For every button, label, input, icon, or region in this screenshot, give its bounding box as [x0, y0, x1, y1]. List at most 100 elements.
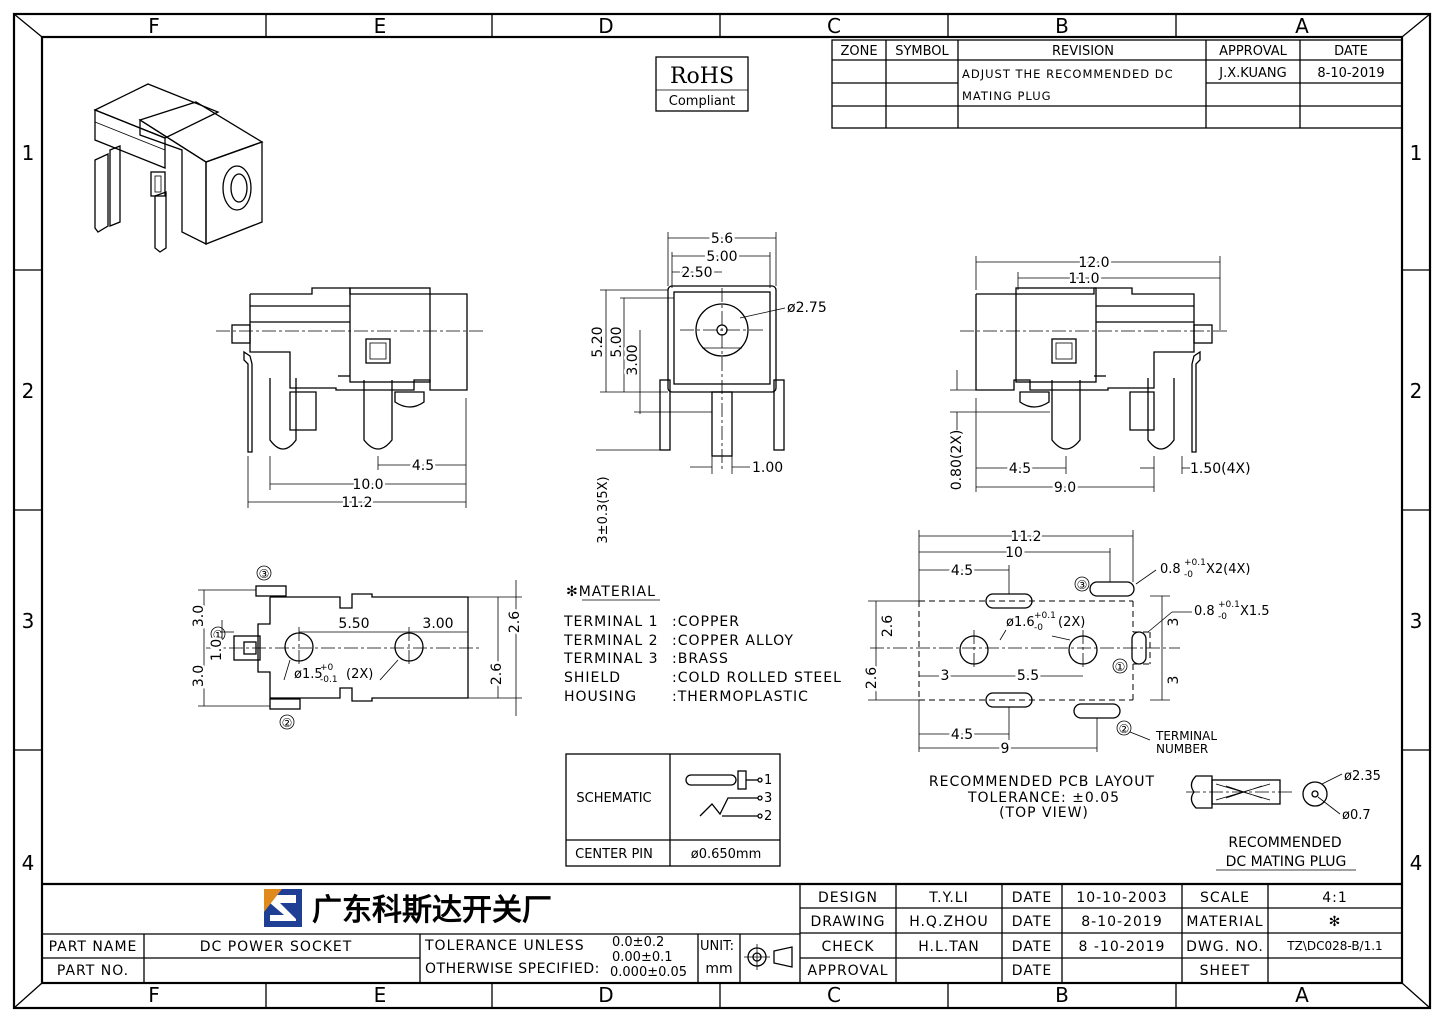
- schematic-pin-3: 3: [764, 791, 772, 806]
- front-dim-5-6: 5.6: [711, 231, 733, 247]
- pcb-terminal-label-1: TERMINAL: [1155, 729, 1217, 743]
- mating-plug: ø2.35 ø0.7 RECOMMENDED DC MATING PLUG: [1186, 769, 1381, 871]
- col-top-f: F: [148, 14, 160, 38]
- company-logo-icon: [264, 889, 302, 927]
- bottom-dim-3-0-top: 3.0: [191, 605, 207, 627]
- plug-label-2: DC MATING PLUG: [1226, 854, 1347, 870]
- front-dim-1-00: 1.00: [752, 460, 783, 476]
- bottom-terminal-2: ②: [282, 716, 293, 730]
- material-item-3: TERMINAL 3: [563, 651, 659, 667]
- isometric-view: [93, 83, 264, 253]
- drawing-value: H.Q.ZHOU: [909, 914, 989, 930]
- material-item-4: SHIELD: [564, 670, 621, 686]
- check-value: H.L.TAN: [918, 939, 980, 955]
- plug-phi-0-7: ø0.7: [1342, 808, 1371, 823]
- pcb-dim-3-mid: 3: [941, 668, 950, 684]
- material-item-5: HOUSING: [564, 689, 637, 705]
- pcb-dim-2-6-bot: 2.6: [864, 667, 880, 689]
- pcb-dim-2-6-top: 2.6: [880, 615, 896, 637]
- unit-value: mm: [705, 961, 732, 977]
- schematic-pin-1: 1: [764, 773, 772, 788]
- pcb-dim-11-2: 11.2: [1010, 529, 1041, 545]
- rev-header-zone: ZONE: [840, 44, 877, 59]
- company-name: 广东科斯达开关厂: [312, 893, 552, 928]
- unit-label: UNIT:: [700, 939, 734, 954]
- bottom-hole-qty: (2X): [346, 667, 373, 682]
- left-side-view: 4.5 10.0 11.2: [216, 287, 484, 514]
- tolerance-3: 0.000±0.05: [610, 965, 687, 980]
- bottom-dim-3-0-bot: 3.0: [191, 665, 207, 687]
- col-top-e: E: [374, 14, 387, 38]
- front-dim-5-20: 5.20: [590, 326, 606, 357]
- pcb-note-line2: TOLERANCE: ±0.05: [967, 790, 1120, 806]
- row-right-4: 4: [1410, 851, 1423, 875]
- material-title: ✻MATERIAL: [566, 584, 656, 600]
- plug-phi-2-35: ø2.35: [1344, 769, 1381, 784]
- bottom-dim-5-50: 5.50: [338, 616, 369, 632]
- pcb-note-line3: (TOP VIEW): [999, 805, 1089, 821]
- grid-labels: F E D C B A F E D C B A 1 2 3 4 1 2 3 4: [22, 14, 1423, 1007]
- bottom-hole-dia: ø1.5: [294, 667, 323, 682]
- rev-date: 8-10-2019: [1317, 66, 1384, 81]
- row-left-2: 2: [22, 379, 35, 403]
- pcb-hole-tol-top: +0.1: [1034, 611, 1056, 621]
- material-item-1: TERMINAL 1: [563, 614, 659, 630]
- tolerance-line2: OTHERWISE SPECIFIED:: [425, 961, 600, 977]
- center-pin-label: CENTER PIN: [575, 847, 653, 862]
- right-dim-4-5: 4.5: [1009, 461, 1031, 477]
- bottom-hole-tol-top: +0: [320, 663, 334, 673]
- left-dim-4-5: 4.5: [412, 458, 434, 474]
- material-item-2: TERMINAL 2: [563, 633, 659, 649]
- pcb-note-line1: RECOMMENDED PCB LAYOUT: [929, 774, 1155, 790]
- pcb-slot2: 0.8: [1194, 604, 1215, 619]
- bottom-dim-1-0: 1.0: [209, 639, 225, 661]
- pcb-slot1-tol-bot: -0: [1184, 570, 1193, 580]
- bottom-view: ③ ① ② 3.0 3.0 1.0 5.50 3.00 2.6 2.6 ø1.5…: [189, 565, 526, 730]
- material-list: ✻MATERIAL TERMINAL 1 :COPPER TERMINAL 2 …: [563, 584, 841, 705]
- material-label: MATERIAL: [1186, 914, 1263, 930]
- pcb-dim-5-5: 5.5: [1017, 668, 1039, 684]
- rev-approval: J.X.KUANG: [1218, 66, 1286, 81]
- material-value-1: :COPPER: [672, 614, 740, 630]
- pcb-slot2-tol-bot: -0: [1218, 612, 1227, 622]
- row-left-4: 4: [22, 851, 35, 875]
- schematic-pin-2: 2: [764, 809, 772, 824]
- rev-text-line2: MATING PLUG: [962, 89, 1052, 103]
- right-dim-0-80: 0.80(2X): [949, 430, 965, 491]
- schematic-label: SCHEMATIC: [576, 791, 651, 806]
- tolerance-line1: TOLERANCE UNLESS: [424, 938, 585, 954]
- material-value: ✻: [1329, 914, 1342, 930]
- dwg-no-value: TZ\DC028-B/1.1: [1286, 939, 1382, 953]
- pcb-dim-10: 10: [1005, 545, 1023, 561]
- bottom-hole-tol-bot: -0.1: [320, 675, 338, 685]
- left-dim-11-2: 11.2: [341, 495, 372, 511]
- row-left-1: 1: [22, 141, 35, 165]
- schematic-box: SCHEMATIC CENTER PIN ø0.650mm 1 3 2: [565, 753, 781, 867]
- pcb-terminal-2: ②: [1119, 722, 1130, 736]
- col-top-b: B: [1055, 14, 1069, 38]
- right-dim-9-0: 9.0: [1054, 480, 1076, 496]
- rev-header-approval: APPROVAL: [1219, 44, 1288, 59]
- approval-date-label: DATE: [1012, 963, 1052, 979]
- check-date-label: DATE: [1012, 939, 1052, 955]
- pcb-dim-3-right-top: 3: [1166, 618, 1182, 627]
- front-dim-3-00-v: 3.00: [625, 344, 641, 375]
- bottom-terminal-1: ①: [213, 628, 224, 642]
- col-bot-a: A: [1295, 983, 1309, 1007]
- material-value-5: :THERMOPLASTIC: [672, 689, 809, 705]
- pcb-terminal-1: ①: [1115, 660, 1126, 674]
- row-left-3: 3: [22, 609, 35, 633]
- pcb-slot1-tol-top: +0.1: [1184, 558, 1206, 568]
- title-block: 广东科斯达开关厂 PART NAME DC POWER SOCKET PART …: [42, 882, 1402, 983]
- col-bot-d: D: [598, 983, 613, 1007]
- pcb-hole-tol-bot: -0: [1034, 623, 1043, 633]
- material-value-3: :BRASS: [672, 651, 729, 667]
- front-dim-5-00: 5.00: [706, 249, 737, 265]
- col-bot-e: E: [374, 983, 387, 1007]
- right-dim-12-0: 12.0: [1078, 255, 1109, 271]
- projection-symbol-icon: [744, 944, 793, 970]
- col-bot-c: C: [827, 983, 841, 1007]
- rev-header-revision: REVISION: [1052, 44, 1114, 59]
- design-date-label: DATE: [1012, 890, 1052, 906]
